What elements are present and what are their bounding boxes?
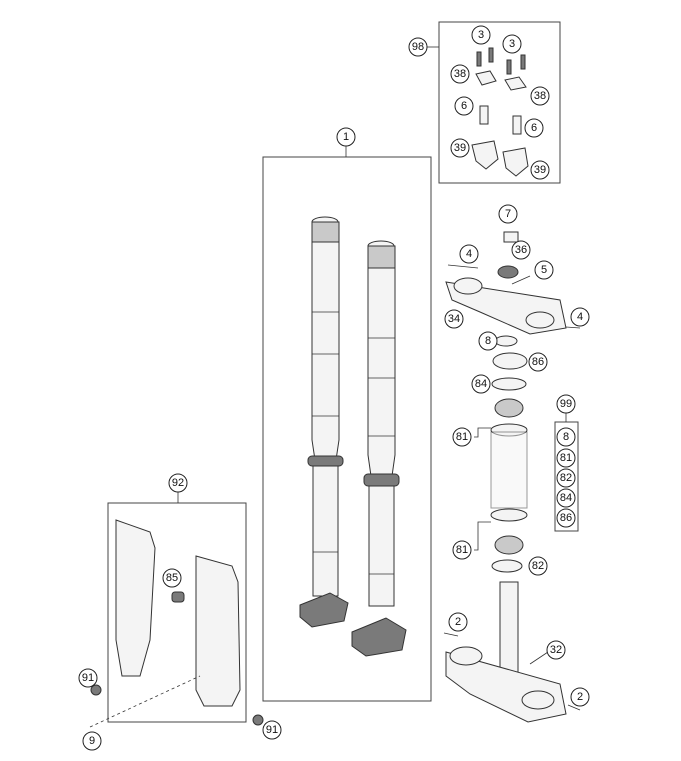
svg-text:92: 92: [172, 477, 184, 489]
callout-81-upper: 81: [452, 427, 472, 447]
svg-text:34: 34: [448, 313, 460, 325]
upper-triple-clamp: [445, 231, 581, 370]
svg-text:2: 2: [577, 691, 583, 703]
callout-91-left: 91: [78, 668, 98, 688]
svg-text:1: 1: [343, 131, 349, 143]
svg-text:6: 6: [461, 100, 467, 112]
callout-36: 36: [511, 240, 531, 260]
callout-39-left: 39: [450, 138, 470, 158]
callout-92: 92: [168, 473, 188, 493]
svg-text:86: 86: [560, 512, 572, 524]
callout-7: 7: [498, 204, 518, 224]
svg-text:8: 8: [485, 335, 491, 347]
svg-text:39: 39: [534, 164, 546, 176]
svg-text:99: 99: [560, 398, 572, 410]
callout-86: 86: [528, 352, 548, 372]
callout-34: 34: [444, 309, 464, 329]
callout-85: 85: [162, 568, 182, 588]
lower-triple-clamp: [443, 581, 581, 723]
svg-text:32: 32: [550, 644, 562, 656]
svg-text:38: 38: [454, 68, 466, 80]
callout-6-left: 6: [454, 96, 474, 116]
callout-99: 99: [556, 394, 576, 414]
svg-text:6: 6: [531, 122, 537, 134]
svg-text:8: 8: [563, 431, 569, 443]
kit-99-frame: [554, 421, 579, 532]
svg-text:81: 81: [456, 431, 468, 443]
callout-91-right: 91: [262, 720, 282, 740]
kit-98-parts: [471, 47, 529, 177]
svg-text:81: 81: [560, 452, 572, 464]
svg-text:4: 4: [577, 311, 583, 323]
svg-text:7: 7: [505, 208, 511, 220]
svg-text:91: 91: [82, 672, 94, 684]
callout-4-top: 4: [459, 244, 479, 264]
svg-text:84: 84: [475, 378, 487, 390]
svg-text:82: 82: [560, 472, 572, 484]
callout-81-lower: 81: [452, 540, 472, 560]
callout-3-left: 3: [471, 25, 491, 45]
kit-99-item-8: 8: [556, 427, 576, 447]
svg-text:39: 39: [454, 142, 466, 154]
fork-leg-right: [351, 240, 407, 657]
svg-text:81: 81: [456, 544, 468, 556]
svg-text:98: 98: [412, 41, 424, 53]
svg-text:84: 84: [560, 492, 572, 504]
callout-1: 1: [336, 127, 356, 147]
kit-99-item-84: 84: [556, 488, 576, 508]
svg-text:5: 5: [541, 264, 547, 276]
callout-98: 98: [408, 37, 428, 57]
callout-9: 9: [82, 731, 102, 751]
kit-99-item-82: 82: [556, 468, 576, 488]
callout-38-left: 38: [450, 64, 470, 84]
callout-8: 8: [478, 331, 498, 351]
callout-84: 84: [471, 374, 491, 394]
callout-39-right: 39: [530, 160, 550, 180]
steering-bearings: [474, 377, 528, 573]
svg-text:3: 3: [478, 29, 484, 41]
callout-82: 82: [528, 556, 548, 576]
svg-text:9: 9: [89, 735, 95, 747]
svg-text:82: 82: [532, 560, 544, 572]
callout-2-bottom: 2: [570, 687, 590, 707]
callout-3-right: 3: [502, 34, 522, 54]
fork-protector-frame: [107, 502, 247, 723]
kit-99-item-86: 86: [556, 508, 576, 528]
callout-32: 32: [546, 640, 566, 660]
svg-text:4: 4: [466, 248, 472, 260]
svg-text:36: 36: [515, 244, 527, 256]
svg-text:2: 2: [455, 616, 461, 628]
callout-5: 5: [534, 260, 554, 280]
callout-2-top: 2: [448, 612, 468, 632]
fork-leg-left: [299, 216, 349, 628]
callout-38-right: 38: [530, 86, 550, 106]
svg-text:86: 86: [532, 356, 544, 368]
callout-6-right: 6: [524, 118, 544, 138]
callout-4-right: 4: [570, 307, 590, 327]
svg-text:38: 38: [534, 90, 546, 102]
svg-text:3: 3: [509, 38, 515, 50]
fork-protectors: [89, 519, 264, 728]
svg-text:91: 91: [266, 724, 278, 736]
kit-99-item-81: 81: [556, 448, 576, 468]
svg-text:85: 85: [166, 572, 178, 584]
kit-98-frame: [438, 21, 561, 184]
fork-assembly-frame: [262, 156, 432, 702]
